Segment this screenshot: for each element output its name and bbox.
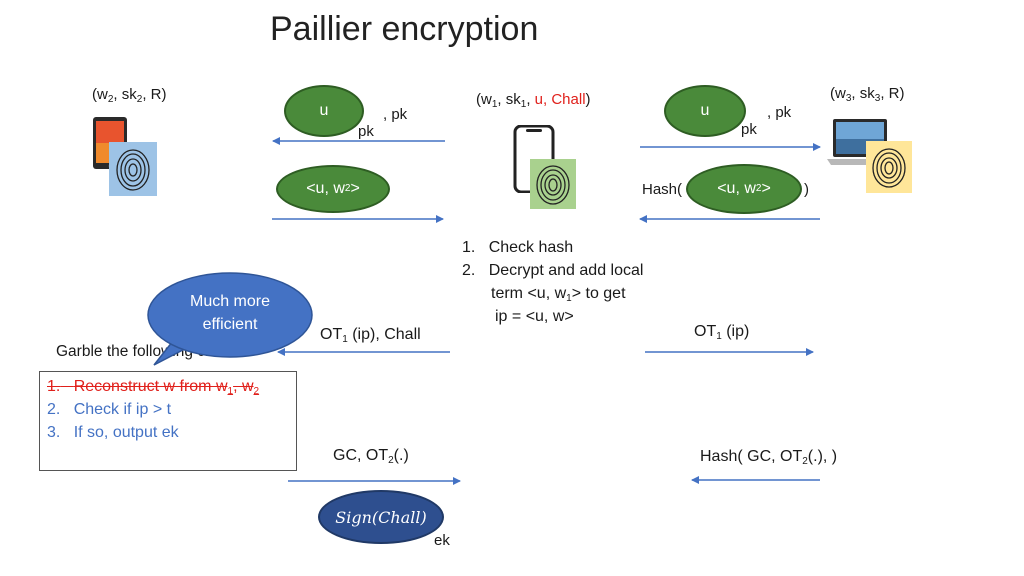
step-item: ip = <u, w> <box>495 308 574 325</box>
check-steps-list: 1. Check hash 2. Decrypt and add local t… <box>462 236 643 328</box>
fingerprint-icon <box>866 141 912 193</box>
ot1-left-label: OT1 (ip), Chall <box>320 326 421 345</box>
hash-prefix-label: Hash( <box>642 181 683 198</box>
circuit-step-check: 2. Check if ip > t <box>47 401 172 418</box>
page-title: Paillier encryption <box>270 10 539 48</box>
party-left-label: (w2, sk2, R) <box>92 86 167 105</box>
circuit-step-output: 3. If so, output ek <box>47 424 179 441</box>
gc-right-label: Hash( GC, OT2(.), ) <box>700 448 838 467</box>
encrypted-u-left: u <box>284 85 364 137</box>
speech-bubble <box>147 272 313 366</box>
fingerprint-icon <box>530 159 576 209</box>
circuit-box <box>39 371 297 471</box>
fingerprint-icon <box>109 142 157 196</box>
ek-label: ek <box>434 532 450 549</box>
pk-subscript-left: pk <box>358 123 374 140</box>
signature-ellipse: Sign(Chall) <box>318 490 444 544</box>
step-item: 1. Check hash <box>462 239 574 256</box>
pk-label-right: , pk <box>767 104 792 121</box>
pk-label-left: , pk <box>383 106 408 123</box>
circuit-steps-list: 1. Reconstruct w from w1, w2 2. Check if… <box>47 375 259 444</box>
hash-suffix-label: ) <box>804 181 809 198</box>
gc-left-label: GC, OT2(.) <box>333 447 409 466</box>
pk-subscript-right: pk <box>741 121 757 138</box>
party-right-label: (w3, sk3, R) <box>830 85 905 104</box>
bubble-text: Much more efficient <box>189 293 271 333</box>
party-center-label: (w1, sk1, u, Chall) <box>476 91 591 110</box>
encrypted-u-right: u <box>664 85 746 137</box>
ot1-right-label: OT1 (ip) <box>694 323 750 342</box>
circuit-step-reconstruct: 1. Reconstruct w from w1, w2 <box>47 378 260 397</box>
step-item: term <u, w1> to get <box>491 285 626 304</box>
step-item: 2. Decrypt and add local <box>462 262 644 279</box>
